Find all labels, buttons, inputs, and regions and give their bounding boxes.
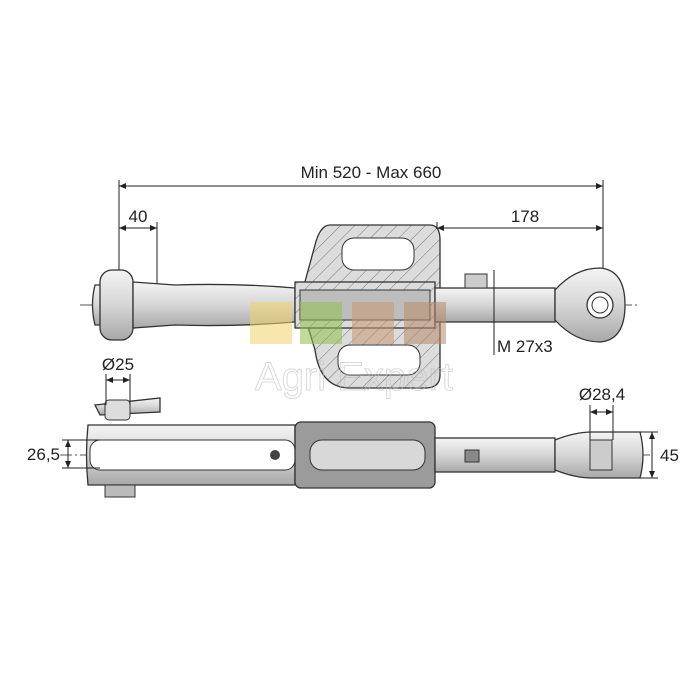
ball-diameter-dimension: Ø28,4 xyxy=(579,385,625,440)
pin-diameter-dimension: Ø25 xyxy=(102,355,134,405)
ball-diameter-label: Ø28,4 xyxy=(579,385,625,404)
agri-expert-watermark: Agri Expert xyxy=(250,302,453,400)
ball-offset-label: 40 xyxy=(129,207,148,226)
fork-opening-dimension: 26,5 xyxy=(27,439,100,469)
thread-dimension: M 27x3 xyxy=(493,334,553,356)
overall-length-dimension: Min 520 - Max 660 xyxy=(118,163,604,300)
side-view xyxy=(60,397,650,498)
svg-text:Agri Expert: Agri Expert xyxy=(255,355,453,399)
thread-label: M 27x3 xyxy=(497,337,553,356)
eye-length-label: 178 xyxy=(511,207,539,226)
fork-opening-label: 26,5 xyxy=(27,445,60,464)
ball-width-label: 45 xyxy=(660,446,679,465)
pin-diameter-label: Ø25 xyxy=(102,355,134,374)
overall-length-label: Min 520 - Max 660 xyxy=(301,163,442,182)
ball-width-dimension: 45 xyxy=(640,431,679,479)
